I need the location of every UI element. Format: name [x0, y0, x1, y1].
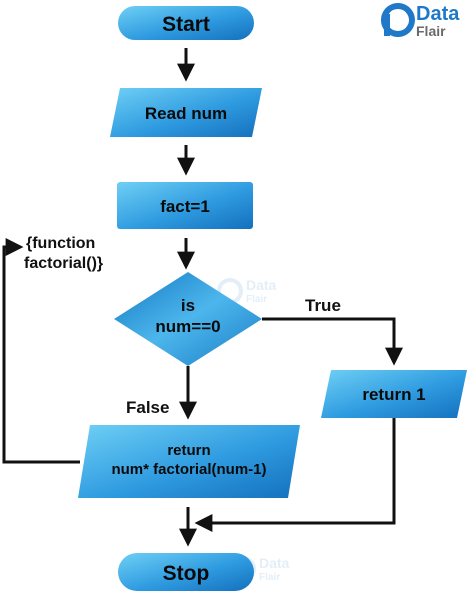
decision-label-line2: num==0 — [155, 317, 220, 336]
decision-label-line1: is — [181, 296, 195, 315]
decision-node: is num==0 — [114, 272, 262, 366]
function-label-line1: {function — [26, 235, 95, 252]
logo-text-bottom: Flair — [416, 23, 446, 39]
read-num-label: Read num — [145, 104, 227, 123]
return-recursive-line2: num* factorial(num-1) — [111, 461, 266, 478]
start-label: Start — [162, 13, 210, 36]
return-one-label: return 1 — [362, 385, 425, 404]
stop-label: Stop — [163, 562, 210, 585]
arrow-return-one-to-stop — [194, 418, 396, 532]
start-node: Start — [118, 6, 254, 40]
return-recursive-node: return num* factorial(num-1) — [78, 425, 300, 498]
dataflair-logo: Data Flair — [380, 3, 460, 39]
svg-text:Data: Data — [259, 555, 290, 571]
false-branch-label: False — [126, 398, 169, 417]
svg-text:Flair: Flair — [246, 294, 267, 305]
svg-text:Flair: Flair — [259, 572, 280, 583]
arrow-true-branch — [262, 317, 403, 366]
stop-node: Stop — [118, 553, 254, 591]
logo-text-top: Data — [416, 3, 460, 25]
function-label-line2: factorial()} — [24, 255, 103, 272]
init-fact-label: fact=1 — [160, 197, 210, 216]
return-recursive-line1: return — [167, 442, 210, 459]
init-fact-node: fact=1 — [117, 182, 253, 229]
true-branch-label: True — [305, 296, 341, 315]
svg-text:Data: Data — [246, 277, 277, 293]
read-num-node: Read num — [110, 88, 262, 137]
return-one-node: return 1 — [321, 370, 467, 418]
arrow-recursive-loop — [2, 238, 80, 464]
